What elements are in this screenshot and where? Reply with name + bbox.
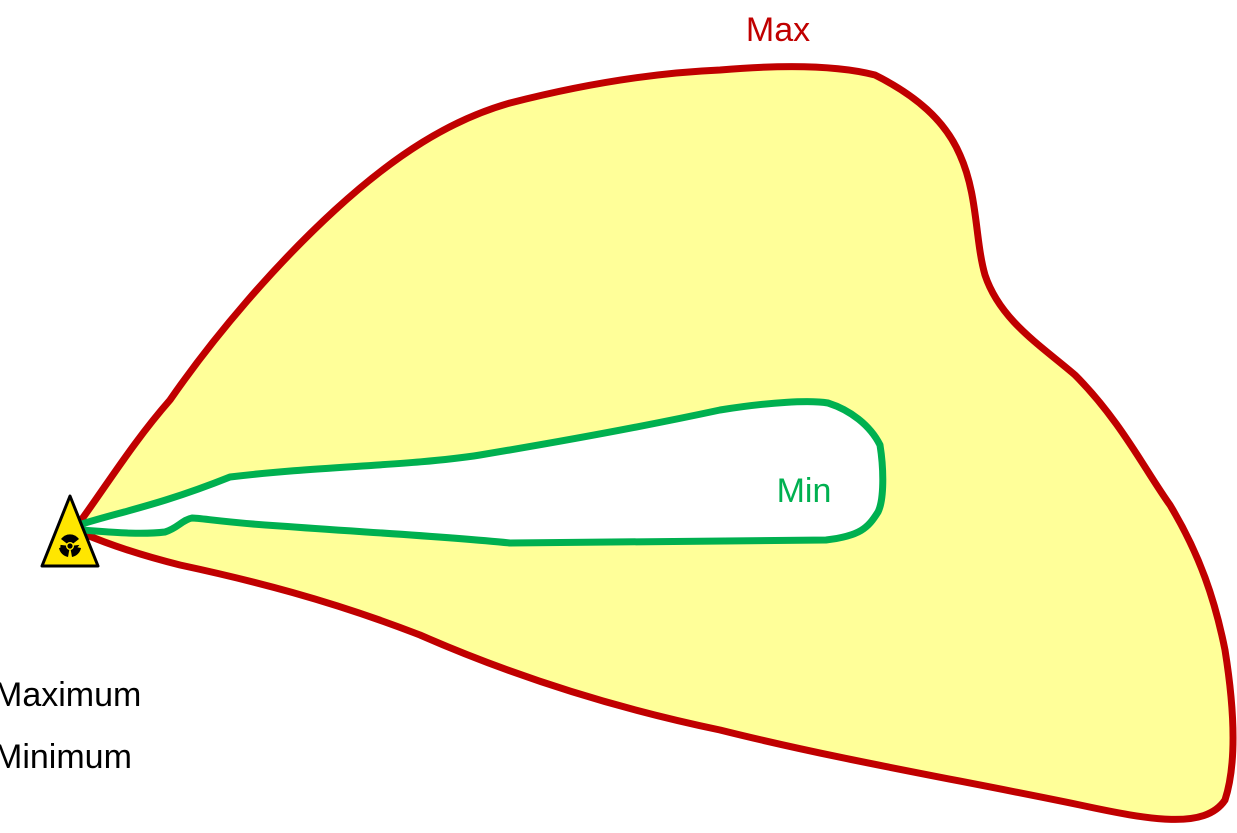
min-label: Min [777,472,832,510]
max-label: Max [746,11,810,49]
radiation-hazard-icon [40,494,100,568]
legend-minimum-label: Minimum [0,738,132,776]
legend-maximum-label: Maximum [0,676,141,714]
minimum-extent-outline [78,398,887,547]
